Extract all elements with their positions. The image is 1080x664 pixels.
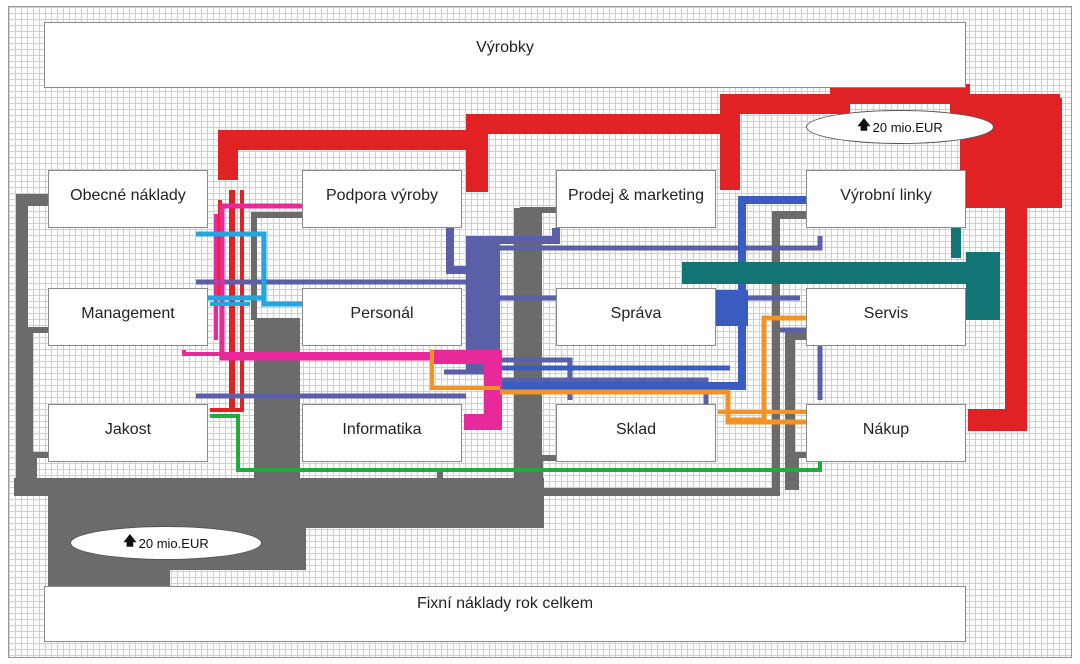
- scale-badge-gray: 🡅 20 mio.EUR: [70, 526, 262, 560]
- orange-flow: [500, 389, 806, 425]
- pink-flow: [219, 203, 466, 361]
- red-flow-band: [720, 112, 740, 190]
- blue-flows: [500, 196, 806, 390]
- green-flows: [210, 414, 822, 472]
- navy-flow: [484, 228, 560, 244]
- teal-flow-band: [682, 262, 1000, 284]
- gray-flows: [14, 194, 806, 588]
- navy-flow-band: [466, 236, 500, 370]
- gray-flow-band: [48, 560, 170, 588]
- department-management: Management: [48, 288, 208, 346]
- navy-flow: [500, 236, 823, 251]
- department-label: Obecné náklady: [70, 187, 186, 204]
- department-prodej-marketing: Prodej & marketing: [556, 170, 716, 228]
- fixed-costs-label: Fixní náklady rok celkem: [416, 595, 594, 612]
- pink-flows: [182, 203, 502, 430]
- arrow-up-icon: 🡅: [857, 117, 871, 132]
- orange-flows: [430, 315, 806, 425]
- department-vyrobni-linky: Výrobní linky: [806, 170, 966, 228]
- orange-flow: [430, 350, 500, 390]
- department-label: Servis: [863, 305, 909, 322]
- department-jakost: Jakost: [48, 404, 208, 462]
- department-label: Sklad: [615, 421, 657, 438]
- gray-flow-band: [514, 208, 542, 498]
- department-informatika: Informatika: [302, 404, 462, 462]
- department-label: Nákup: [862, 421, 910, 438]
- department-label: Informatika: [342, 421, 422, 438]
- scale-badge-text: 20 mio.EUR: [872, 119, 943, 135]
- department-label: Prodej & marketing: [567, 187, 705, 204]
- gray-flow: [537, 455, 556, 480]
- department-obecne-naklady: Obecné náklady: [48, 170, 208, 228]
- cyan-flows: [196, 231, 302, 307]
- department-personal: Personál: [302, 288, 462, 346]
- green-flow: [210, 414, 822, 472]
- cyan-flow: [196, 231, 302, 307]
- red-flow-band: [840, 86, 962, 102]
- pink-flow: [182, 350, 466, 356]
- gray-flow: [251, 212, 302, 320]
- gray-flow-band: [14, 478, 254, 496]
- red-flows: [210, 84, 1062, 431]
- department-servis: Servis: [806, 288, 966, 346]
- department-nakup: Nákup: [806, 404, 966, 462]
- department-label: Personál: [350, 305, 414, 322]
- blue-flow-band: [714, 290, 748, 326]
- red-flow-band: [466, 128, 488, 192]
- red-flow: [968, 200, 1027, 431]
- scale-badge-text: 20 mio.EUR: [138, 535, 209, 551]
- gray-flow: [27, 327, 48, 488]
- department-podpora-vyroby: Podpora výroby: [302, 170, 462, 228]
- department-sprava: Správa: [556, 288, 716, 346]
- products-label: Výrobky: [476, 39, 534, 56]
- department-label: Management: [81, 305, 175, 322]
- gray-flow: [31, 452, 48, 488]
- navy-flow: [500, 377, 709, 404]
- department-label: Výrobní linky: [840, 187, 932, 204]
- gray-flow-band: [254, 318, 300, 490]
- department-label: Správa: [610, 305, 662, 322]
- red-flow-band: [960, 98, 1062, 208]
- teal-flow-band: [966, 252, 1000, 320]
- gray-flow: [785, 330, 806, 490]
- pink-flow-band: [464, 414, 502, 430]
- fixed-costs-box: Fixní náklady rok celkem: [44, 586, 966, 642]
- gray-flow: [16, 194, 48, 488]
- gray-flow: [793, 452, 806, 490]
- red-flow: [210, 190, 244, 412]
- arrow-up-icon: 🡅: [123, 533, 137, 548]
- department-label: Jakost: [104, 421, 152, 438]
- scale-badge-red: 🡅 20 mio.EUR: [806, 110, 994, 144]
- teal-flows: [682, 228, 1000, 320]
- gray-flow: [544, 211, 806, 496]
- department-sklad: Sklad: [556, 404, 716, 462]
- department-label: Podpora výroby: [325, 187, 439, 204]
- products-box: Výrobky: [44, 22, 966, 88]
